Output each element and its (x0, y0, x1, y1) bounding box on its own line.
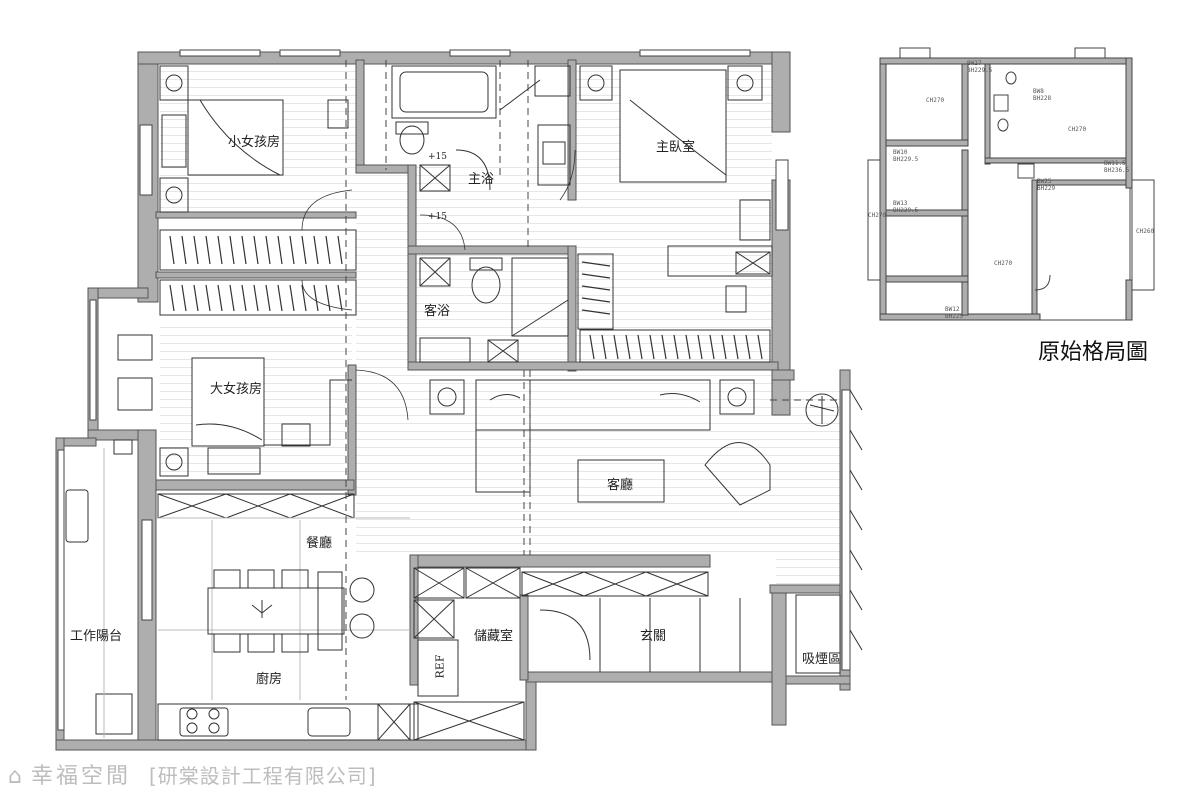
orig-tag: BW27 BH229.5 (967, 60, 993, 74)
orig-tag: CH270 (1068, 126, 1087, 133)
work-balcony (65, 439, 133, 738)
master-bedroom (579, 65, 773, 313)
orig-tag: CH270 (868, 212, 887, 219)
original-plan-caption: 原始格局圖 (1038, 340, 1149, 365)
room-label-living-room: 客廳 (607, 478, 634, 493)
hanger-lines (169, 235, 763, 360)
original-plan (867, 47, 1155, 321)
guest-bath (419, 257, 569, 363)
ref-label: REF (433, 654, 447, 679)
room-label-work-balcony: 工作陽台 (70, 629, 123, 644)
wardrobes (159, 229, 771, 363)
room-label-kitchen: 廚房 (256, 672, 283, 687)
level-mark-1: +15 (428, 152, 447, 162)
orig-tag: CH260 (1136, 228, 1155, 235)
windows (57, 49, 851, 731)
orig-tag: CH270 (994, 260, 1013, 267)
balcony-smoking (795, 389, 863, 674)
master-bath (391, 65, 571, 192)
orig-tag: BW25 BH229 (1037, 178, 1056, 192)
room-label-dining: 餐廳 (306, 536, 333, 551)
big-girl-room (117, 334, 352, 477)
room-label-master-bedroom: 主臥室 (656, 140, 696, 155)
dining-kitchen (157, 493, 419, 741)
small-girl-room (159, 65, 349, 213)
watermark-company: [研棠設計工程有限公司] (148, 764, 377, 788)
storage-entrance (413, 567, 741, 741)
room-label-master-bath: 主浴 (468, 172, 495, 187)
orig-tag: BW13 BH229.5 (893, 200, 919, 214)
level-mark-2: +15 (428, 212, 447, 222)
orig-tag: BW10 BH229.5 (893, 149, 919, 163)
living-room (429, 379, 771, 506)
room-label-entrance: 玄關 (640, 629, 667, 644)
room-label-storage: 儲藏室 (474, 629, 514, 644)
orig-tag: BW11.5 BH236.5 (1104, 160, 1130, 174)
room-label-small-girl: 小女孩房 (228, 135, 281, 150)
orig-tag: BW12 BH225 (945, 306, 964, 320)
house-logo-icon: ⌂ (8, 764, 23, 789)
watermark: ⌂ 幸福空間 [研棠設計工程有限公司] (8, 758, 377, 790)
door-swings (301, 149, 576, 421)
orig-tag: CH270 (926, 97, 945, 104)
room-label-guest-bath: 客浴 (424, 304, 451, 319)
room-label-smoking: 吸煙區 (802, 652, 842, 667)
dashed-lines (345, 60, 840, 700)
orig-tag: BW8 BH228 (1033, 88, 1052, 102)
watermark-brand: 幸福空間 (30, 764, 131, 789)
floor-texture (160, 65, 846, 585)
room-label-big-girl: 大女孩房 (210, 382, 263, 397)
